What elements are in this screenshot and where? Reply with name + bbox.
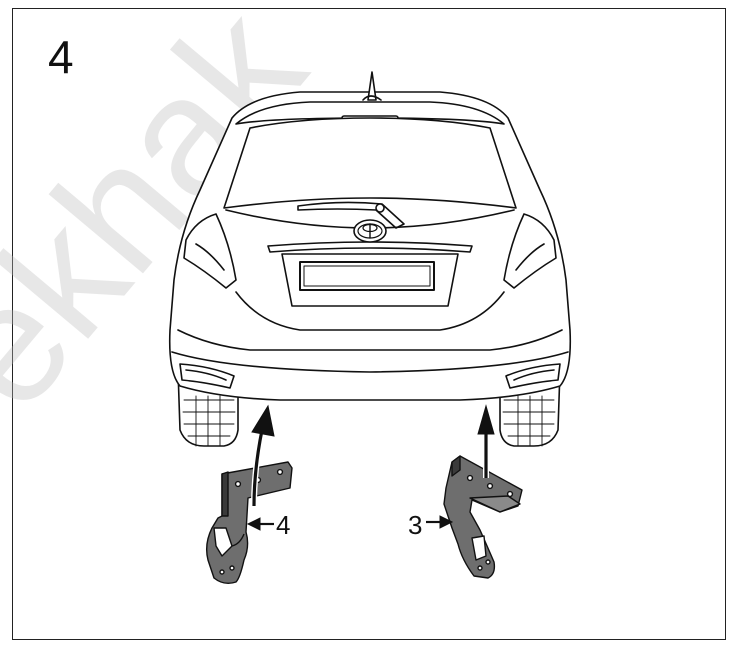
antenna — [367, 71, 377, 101]
bracket-part-3 — [443, 455, 523, 579]
license-plate — [299, 261, 435, 291]
step-number: 4 — [48, 31, 74, 83]
callout-label-4: 4 — [276, 510, 291, 540]
garnish-strip — [267, 241, 473, 253]
callout-label-3: 3 — [408, 510, 423, 540]
callout-arrow-3 — [426, 515, 454, 529]
roof-spoiler — [235, 101, 505, 125]
rear-window — [223, 117, 517, 209]
right-reflector — [505, 363, 561, 389]
left-reflector — [179, 363, 235, 389]
callout-arrow-4 — [246, 517, 274, 531]
brand-emblem — [353, 219, 387, 243]
install-arrow-left — [251, 404, 275, 507]
car-rear-view — [168, 71, 572, 447]
install-arrow-right — [477, 404, 495, 478]
bracket-part-4 — [205, 461, 293, 585]
